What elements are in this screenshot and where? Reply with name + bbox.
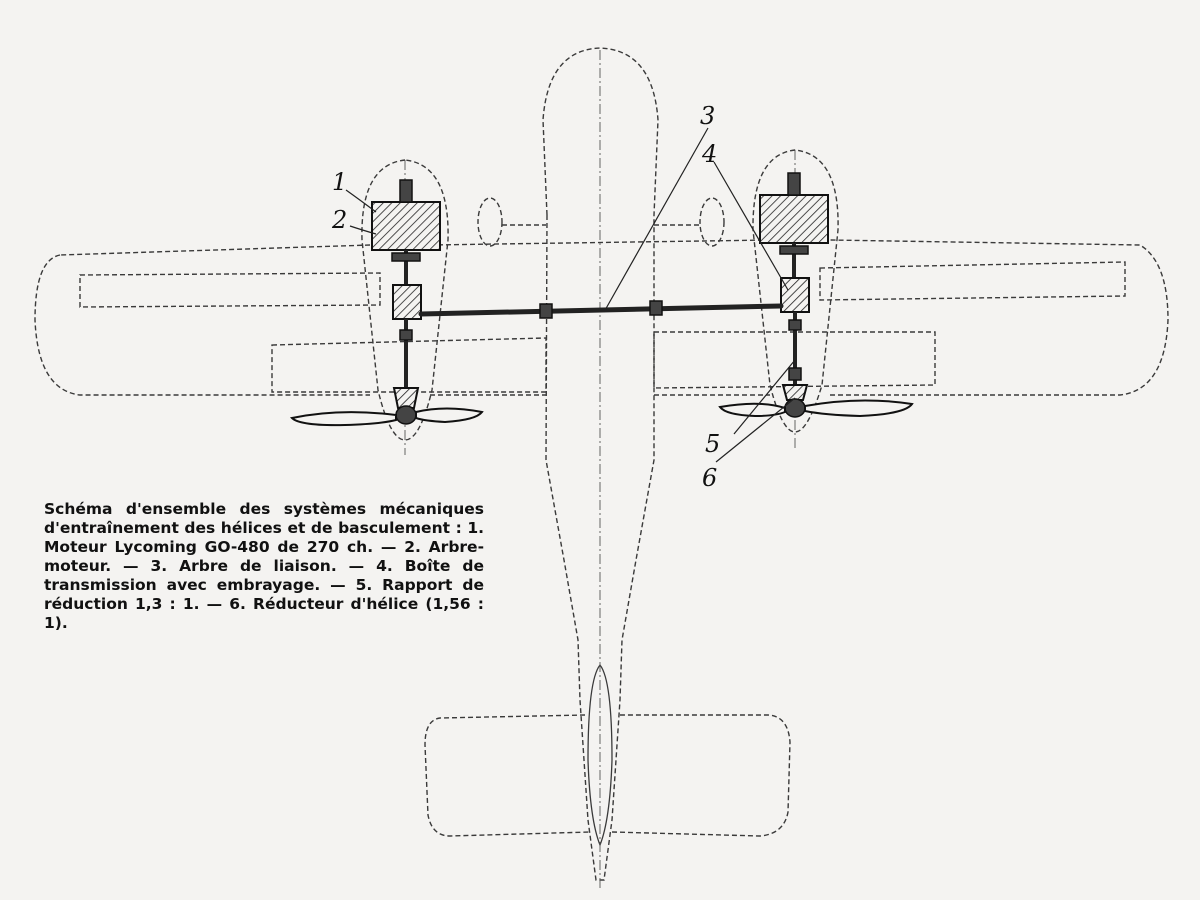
label-2: 2 <box>331 206 347 234</box>
figure-caption: Schéma d'ensemble des systèmes mécanique… <box>44 500 484 632</box>
label-1: 1 <box>332 168 347 196</box>
leader-3 <box>603 127 709 313</box>
leader-5 <box>733 359 796 435</box>
left-transmission-box <box>392 284 422 320</box>
right-propeller-reducer <box>781 384 809 401</box>
right-engine-top <box>787 172 801 196</box>
right-engine <box>759 194 829 244</box>
left-gear-outline <box>477 197 503 247</box>
right-shaft-coupling <box>779 245 809 255</box>
left-engine-top <box>399 179 413 203</box>
wing-outline <box>34 239 1169 396</box>
right-transmission-box <box>780 277 810 313</box>
leader-6 <box>715 397 796 463</box>
right-nacelle-outline <box>752 149 839 433</box>
left-flap-outline <box>271 337 547 393</box>
label-6: 6 <box>702 464 717 492</box>
right-reduction-gear <box>788 367 802 381</box>
right-flap-outline <box>653 331 936 389</box>
left-propeller-hub <box>395 405 417 425</box>
label-5: 5 <box>705 430 720 458</box>
leader-4 <box>713 161 789 291</box>
tailplane-outline <box>424 714 791 837</box>
left-propeller-blade-left <box>289 411 397 427</box>
cross-shaft-coupling-right <box>649 300 663 316</box>
right-propeller-blade-right <box>804 399 914 418</box>
left-aileron-outline <box>79 272 381 308</box>
right-propeller-hub <box>784 398 806 418</box>
left-engine <box>371 201 441 251</box>
cross-shaft <box>418 303 784 317</box>
left-propeller-reducer <box>392 387 420 409</box>
left-reduction-joint <box>399 329 413 341</box>
label-4: 4 <box>701 140 717 168</box>
cross-shaft-coupling-left <box>539 303 553 319</box>
right-aileron-outline <box>819 261 1126 301</box>
wing-leading-edge <box>429 239 771 246</box>
left-shaft-coupling <box>391 252 421 262</box>
left-propeller-blade-right <box>415 407 484 424</box>
leader-1 <box>345 189 377 213</box>
leader-2 <box>349 225 377 235</box>
right-gear-outline <box>699 197 725 247</box>
label-3: 3 <box>700 102 715 130</box>
fuselage-outline <box>542 47 659 881</box>
right-reduction-joint <box>788 319 802 331</box>
